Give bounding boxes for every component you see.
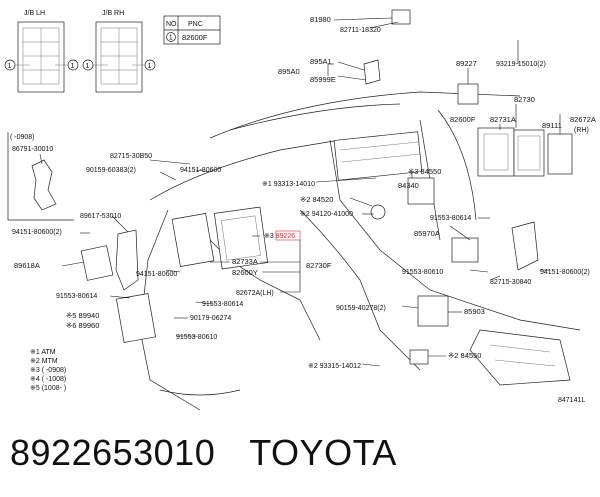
label-82730: 82730 (514, 95, 535, 104)
label-82733A: 82733A (232, 257, 258, 266)
jb-rh-label: J/B RH (102, 10, 124, 17)
block-82600F (513, 129, 545, 177)
svg-text:1: 1 (86, 63, 90, 70)
note-5: ※5 (1008- ) (30, 385, 66, 392)
label-84550-a: ※3 84550 (408, 167, 441, 176)
note-4: ※4 ( -1008) (30, 376, 66, 383)
notes-legend: ※1 ATM ※2 MTM ※3 ( -0908) ※4 ( -1008) ※5… (30, 349, 66, 392)
label-93219: 93219-15010(2) (496, 61, 546, 68)
parts-diagram: J/B LH J/B RH 1 1 1 1 NO. PNC 1 82600F (… (4, 9, 596, 411)
bracket-89618A (80, 245, 114, 281)
part-81980 (391, 9, 411, 25)
label-94120: ※2 94120-41000 (300, 211, 353, 218)
label-89227: 89227 (456, 59, 477, 68)
svg-text:1: 1 (148, 63, 152, 70)
module-82733A (171, 213, 215, 267)
label-895A1: 895A1 (310, 57, 332, 66)
note-2: ※2 MTM (30, 358, 58, 365)
ecu-89226 (213, 206, 269, 270)
module-89940 (116, 293, 156, 343)
part-85903 (417, 295, 449, 327)
label-84550-b: ※2 84550 (448, 351, 481, 360)
part-caption: 8922653010 TOYOTA (10, 432, 397, 482)
label-82600F: 82600F (450, 115, 476, 124)
label-94151-80600-c: 94151-80600 (136, 271, 177, 278)
label-91553-80614-b: 91553-80614 (202, 301, 243, 308)
label-82672A-rh-suffix: (RH) (574, 127, 589, 134)
label-85903: 85903 (464, 307, 485, 316)
label-89618A: 89618A (14, 261, 40, 270)
label-93315: ※2 93315-14012 (308, 363, 361, 370)
label-89940: ※5 89940 (66, 311, 99, 320)
label-89617: 89617-53010 (80, 213, 121, 220)
part-85970A (451, 237, 479, 263)
label-91553-80614-c: 91553-80614 (430, 215, 471, 222)
label-82600Y: 82600Y (232, 268, 258, 277)
label-91553-80610-b: 91553-80610 (176, 334, 217, 341)
label-91553-80614-a: 91553-80614 (56, 293, 97, 300)
label-89960: ※6 89960 (66, 321, 99, 330)
label-93313: ※1 93313-14010 (262, 181, 315, 188)
label-89226-highlight: 89226 (276, 233, 296, 240)
label-94151-80600-a: 94151-80600 (180, 167, 221, 174)
label-89226: ※3 89226 (264, 233, 295, 240)
jb-lh-label: J/B LH (24, 10, 45, 17)
pnc-header-no: NO. (166, 21, 179, 28)
label-89111: 89111 (542, 121, 562, 130)
part-84520 (370, 204, 386, 220)
pnc-row-no: 1 (169, 35, 173, 42)
highlight-89226-box (275, 230, 301, 241)
label-82731A: 82731A (490, 115, 516, 124)
part-89227 (457, 83, 479, 105)
figure-code: 847141L (558, 397, 585, 404)
note-1: ※1 ATM (30, 349, 56, 356)
svg-text:1: 1 (8, 63, 12, 70)
label-895A0: 895A0 (278, 67, 300, 76)
label-81980: 81980 (310, 15, 331, 24)
inset-box: ( -0908) 86791-30010 (7, 132, 74, 221)
leader-lines (61, 17, 561, 367)
brand-name: TOYOTA (249, 432, 397, 473)
label-82672A-rh: 82672A (570, 115, 596, 124)
dashboard-outline (139, 91, 581, 411)
label-94151-80600-d: 94151-80600(2) (540, 269, 590, 276)
part-number: 8922653010 (10, 432, 216, 473)
label-84340: 84340 (398, 181, 419, 190)
label-82730F: 82730F (306, 261, 332, 270)
junction-block-rh: 1 1 (82, 21, 156, 93)
label-85999E: 85999E (310, 75, 336, 84)
inset-code: 86791-30010 (12, 146, 53, 153)
bracket-82715 (511, 221, 539, 271)
inset-range: ( -0908) (10, 134, 35, 141)
svg-text:1: 1 (71, 63, 75, 70)
label-84520: ※2 84520 (300, 195, 333, 204)
junction-block-lh: 1 1 (4, 21, 79, 93)
pnc-table: NO. PNC 1 82600F (163, 15, 221, 45)
pnc-header-pnc: PNC (188, 21, 203, 28)
label-90159-60383: 90159-60383(2) (86, 167, 136, 174)
label-94151-80600-b: 94151-80600(2) (12, 229, 62, 236)
label-91553-80610-a: 91553-80610 (402, 269, 443, 276)
label-82672A-lh: 82672A(LH) (236, 290, 274, 297)
ecu-82730 (477, 127, 515, 177)
pnc-row-pnc: 82600F (182, 33, 208, 42)
block-89111 (547, 133, 573, 175)
label-85970A: 85970A (414, 229, 440, 238)
switch-84550 (409, 349, 429, 365)
label-82711: 82711-18320 (340, 27, 381, 34)
part-84340 (407, 177, 435, 205)
label-90159-40278: 90159-40278(2) (336, 305, 386, 312)
part-895A1 (363, 59, 381, 85)
label-90179: 90179-06274 (190, 315, 231, 322)
bracket-89617 (115, 229, 139, 291)
label-82715-30840: 82715-30840 (490, 279, 531, 286)
label-82715-30850: 82715-30B50 (110, 153, 152, 160)
note-3: ※3 ( -0908) (30, 367, 66, 374)
